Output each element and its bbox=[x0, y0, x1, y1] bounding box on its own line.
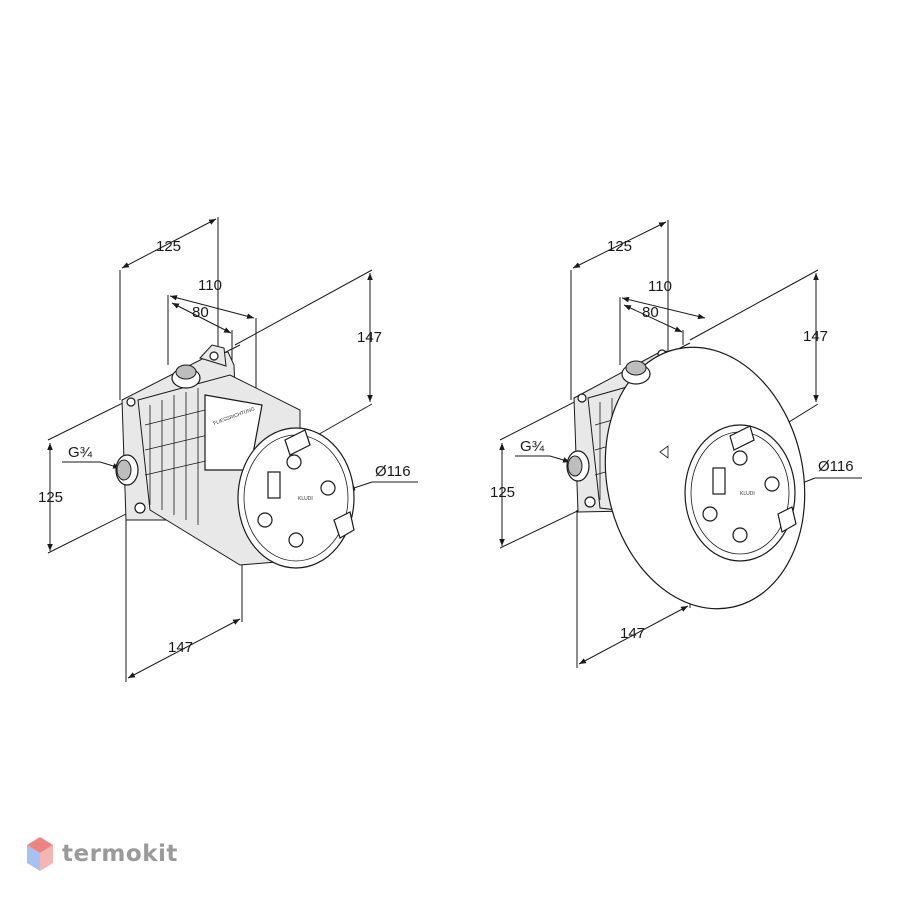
dim-width-bottom-left: 147 bbox=[168, 639, 193, 656]
termokit-logo-icon bbox=[27, 837, 53, 871]
dim-depth-short-right: 80 bbox=[642, 304, 659, 321]
valve-body-left: FLIESSRICHTUNG KLUDI bbox=[115, 344, 355, 569]
dim-diameter-left: Ø116 bbox=[375, 463, 411, 480]
svg-text:KLUDI: KLUDI bbox=[740, 491, 755, 497]
dim-height-right-right: 147 bbox=[803, 328, 828, 345]
dim-height-right-left: 147 bbox=[357, 329, 382, 346]
watermark-text: termokit bbox=[62, 841, 178, 867]
dim-depth-short-left: 80 bbox=[192, 304, 209, 321]
ribs-left bbox=[144, 388, 211, 525]
dimension-lines-left bbox=[47, 217, 418, 682]
dim-height-left-right: 125 bbox=[490, 484, 515, 501]
dim-height-left-left: 125 bbox=[38, 489, 63, 506]
dim-depth-mid-right: 110 bbox=[648, 278, 672, 295]
dim-diameter-right: Ø116 bbox=[818, 458, 854, 475]
dim-depth-total-left: 125 bbox=[156, 238, 181, 255]
dim-depth-total-right: 125 bbox=[607, 238, 632, 255]
watermark: termokit bbox=[26, 836, 178, 872]
figure-right: KLUDI 125 110 80 147 G¾ 125 Ø116 147 bbox=[490, 220, 862, 668]
dim-thread-right: G¾ bbox=[520, 438, 545, 455]
dim-depth-mid-left: 110 bbox=[198, 277, 222, 294]
valve-body-right: KLUDI bbox=[566, 346, 806, 610]
dimension-labels-left: 125 110 80 147 G¾ 125 Ø116 147 bbox=[38, 238, 411, 656]
svg-text:KLUDI: KLUDI bbox=[298, 496, 313, 502]
dimension-labels-right: 125 110 80 147 G¾ 125 Ø116 147 bbox=[490, 238, 854, 642]
dim-thread-left: G¾ bbox=[68, 444, 93, 461]
dim-width-bottom-right: 147 bbox=[620, 625, 645, 642]
figure-left: FLIESSRICHTUNG KLUDI 125 110 bbox=[38, 217, 418, 682]
